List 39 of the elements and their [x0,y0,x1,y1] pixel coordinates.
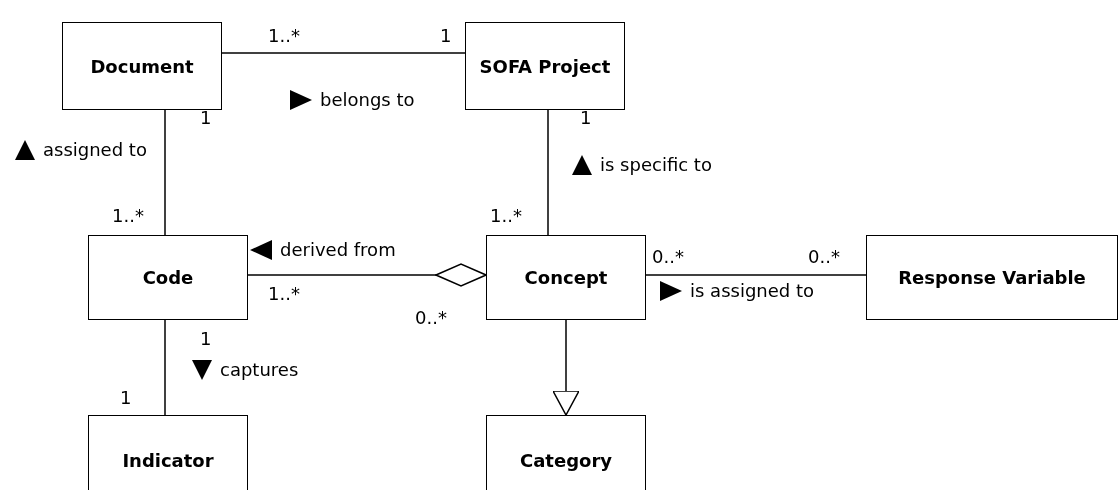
multiplicity-label: 0..* [808,248,840,266]
multiplicity-label: 1 [200,330,212,348]
association-line [221,52,466,54]
association-line [164,109,166,236]
multiplicity-label: 1..* [490,207,522,225]
multiplicity-label: 1..* [268,27,300,45]
class-box [465,22,625,110]
multiplicity-label: 1 [120,389,132,407]
multiplicity-label: 0..* [415,309,447,327]
class-name: Code [142,267,194,288]
class-name: SOFA Project [479,55,611,77]
class-box [486,235,646,320]
class-box [62,22,222,110]
class-name: Indicator [122,449,214,471]
class-name: Response Variable [898,267,1086,288]
aggregation-line [247,263,487,287]
edge-label: captures [220,361,299,379]
association-line [645,274,867,276]
class-box [486,415,646,490]
class-name: Category [520,449,612,471]
class-name: Concept [524,267,608,288]
multiplicity-label: 1 [580,109,592,127]
class-name: Document [90,55,194,77]
edge-label: is assigned to [690,282,814,300]
class-box [866,235,1118,320]
association-line [547,109,549,236]
multiplicity-label: 1 [200,109,212,127]
association-line [164,319,166,416]
multiplicity-label: 0..* [652,248,684,266]
edge-label: is specific to [600,156,712,174]
edge-label: belongs to [320,91,415,109]
edge-label: assigned to [43,141,147,159]
class-box [88,415,248,490]
edge-label: derived from [280,241,396,259]
class-box [88,235,248,320]
multiplicity-label: 1 [440,27,452,45]
generalization-arrow [552,319,580,416]
multiplicity-label: 1..* [268,285,300,303]
multiplicity-label: 1..* [112,207,144,225]
